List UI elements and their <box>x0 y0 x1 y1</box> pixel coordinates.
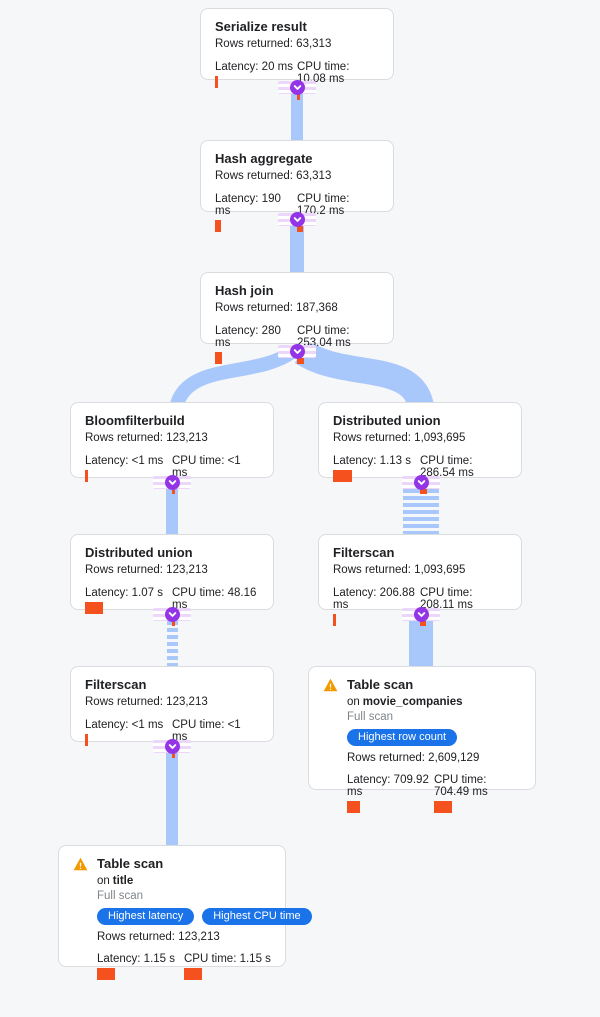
edge-hashaggregate-to-hashjoin <box>290 219 304 272</box>
latency-bar <box>97 968 115 980</box>
warning-icon <box>323 678 338 696</box>
collapse-chevron-distributed-union-right[interactable] <box>413 474 429 490</box>
latency-label: Latency: 206.88 ms <box>333 587 415 611</box>
latency-bar <box>347 801 360 813</box>
latency-bar <box>333 614 336 626</box>
node-title: Table scan <box>347 677 414 692</box>
table-name: title <box>112 875 134 887</box>
edge-distunion-to-filterscan-right <box>403 489 439 534</box>
rows-returned: Rows returned: 2,609,129 <box>347 752 480 764</box>
cpu-time-label: CPU time: 286.54 ms <box>420 455 474 479</box>
cpu-time-bar <box>297 220 303 232</box>
node-title: Table scan <box>97 856 164 871</box>
latency-bar <box>215 76 218 88</box>
latency-label: Latency: 1.15 s <box>97 953 175 965</box>
collapse-chevron-distributed-union-left[interactable] <box>164 606 180 622</box>
collapse-chevron-bloomfilterbuild[interactable] <box>164 474 180 490</box>
scan-type: Full scan <box>97 890 144 902</box>
node-title: Distributed union <box>85 545 193 560</box>
latency-label: Latency: <1 ms <box>85 719 164 731</box>
rows-returned: Rows returned: 63,313 <box>215 38 332 50</box>
latency-label: Latency: 709.92 ms <box>347 774 429 798</box>
edge-serialize-to-hashaggregate <box>291 87 303 140</box>
collapse-chevron-filterscan-right[interactable] <box>413 606 429 622</box>
node-title: Hash aggregate <box>215 151 313 166</box>
node-title: Serialize result <box>215 19 307 34</box>
latency-bar <box>215 352 222 364</box>
latency-bar <box>215 220 221 232</box>
latency-label: Latency: 1.07 s <box>85 587 163 599</box>
rows-returned: Rows returned: 123,213 <box>85 696 208 708</box>
rows-returned: Rows returned: 1,093,695 <box>333 564 466 576</box>
latency-bar <box>333 470 352 482</box>
node-filterscan-right[interactable]: Filterscan Rows returned: 1,093,695 Late… <box>318 534 522 626</box>
badge-highest-latency: Highest latency <box>97 908 195 925</box>
node-bloomfilterbuild[interactable]: Bloomfilterbuild Rows returned: 123,213 … <box>70 402 274 494</box>
latency-bar <box>85 602 103 614</box>
edge-filterscan-to-tablescan-left <box>166 746 178 845</box>
node-title: Hash join <box>215 283 274 298</box>
cpu-time-bar <box>184 968 202 980</box>
collapse-chevron-hash-aggregate[interactable] <box>289 211 305 227</box>
latency-label: Latency: 190 ms <box>215 193 281 217</box>
latency-label: Latency: 280 ms <box>215 325 281 349</box>
rows-returned: Rows returned: 123,213 <box>97 931 220 943</box>
rows-returned: Rows returned: 123,213 <box>85 564 208 576</box>
badge-highest-cpu-time: Highest CPU time <box>202 908 312 925</box>
cpu-time-label: CPU time: 1.15 s <box>184 953 271 965</box>
node-distributed-union-right[interactable]: Distributed union Rows returned: 1,093,6… <box>318 402 522 494</box>
rows-returned: Rows returned: 1,093,695 <box>333 432 466 444</box>
warning-icon <box>73 857 88 875</box>
collapse-chevron-hash-join[interactable] <box>289 343 305 359</box>
node-title: Bloomfilterbuild <box>85 413 185 428</box>
latency-bar <box>85 734 88 746</box>
edge-bloomfilterbuild-to-distunion <box>166 482 178 534</box>
node-hash-join[interactable]: Hash join Rows returned: 187,368 Latency… <box>200 272 394 364</box>
cpu-time-bar <box>297 352 304 364</box>
rows-returned: Rows returned: 63,313 <box>215 170 332 182</box>
node-hash-aggregate[interactable]: Hash aggregate Rows returned: 63,313 Lat… <box>200 140 394 232</box>
node-title: Filterscan <box>333 545 395 560</box>
table-name: movie_companies <box>362 696 463 708</box>
edge-distunion-to-filterscan-left <box>167 621 178 666</box>
latency-label: Latency: 1.13 s <box>333 455 411 467</box>
cpu-time-bar <box>434 801 452 813</box>
latency-label: Latency: 20 ms <box>215 61 293 73</box>
node-title: Filterscan <box>85 677 147 692</box>
latency-label: Latency: <1 ms <box>85 455 164 467</box>
badge-highest-row-count: Highest row count <box>347 729 458 746</box>
scan-type: Full scan <box>347 711 394 723</box>
cpu-time-label: CPU time: 704.49 ms <box>434 774 488 798</box>
latency-bar <box>85 470 88 482</box>
rows-returned: Rows returned: 123,213 <box>85 432 208 444</box>
node-serialize-result[interactable]: Serialize result Rows returned: 63,313 L… <box>200 8 394 100</box>
edge-hashjoin-to-distributed-union <box>294 340 434 410</box>
node-filterscan-left[interactable]: Filterscan Rows returned: 123,213 Latenc… <box>70 666 274 758</box>
collapse-chevron-filterscan-left[interactable] <box>164 738 180 754</box>
rows-returned: Rows returned: 187,368 <box>215 302 338 314</box>
node-distributed-union-left[interactable]: Distributed union Rows returned: 123,213… <box>70 534 274 626</box>
collapse-chevron-serialize[interactable] <box>289 79 305 95</box>
edge-hashjoin-to-bloomfilterbuild <box>170 346 297 407</box>
node-title: Distributed union <box>333 413 441 428</box>
